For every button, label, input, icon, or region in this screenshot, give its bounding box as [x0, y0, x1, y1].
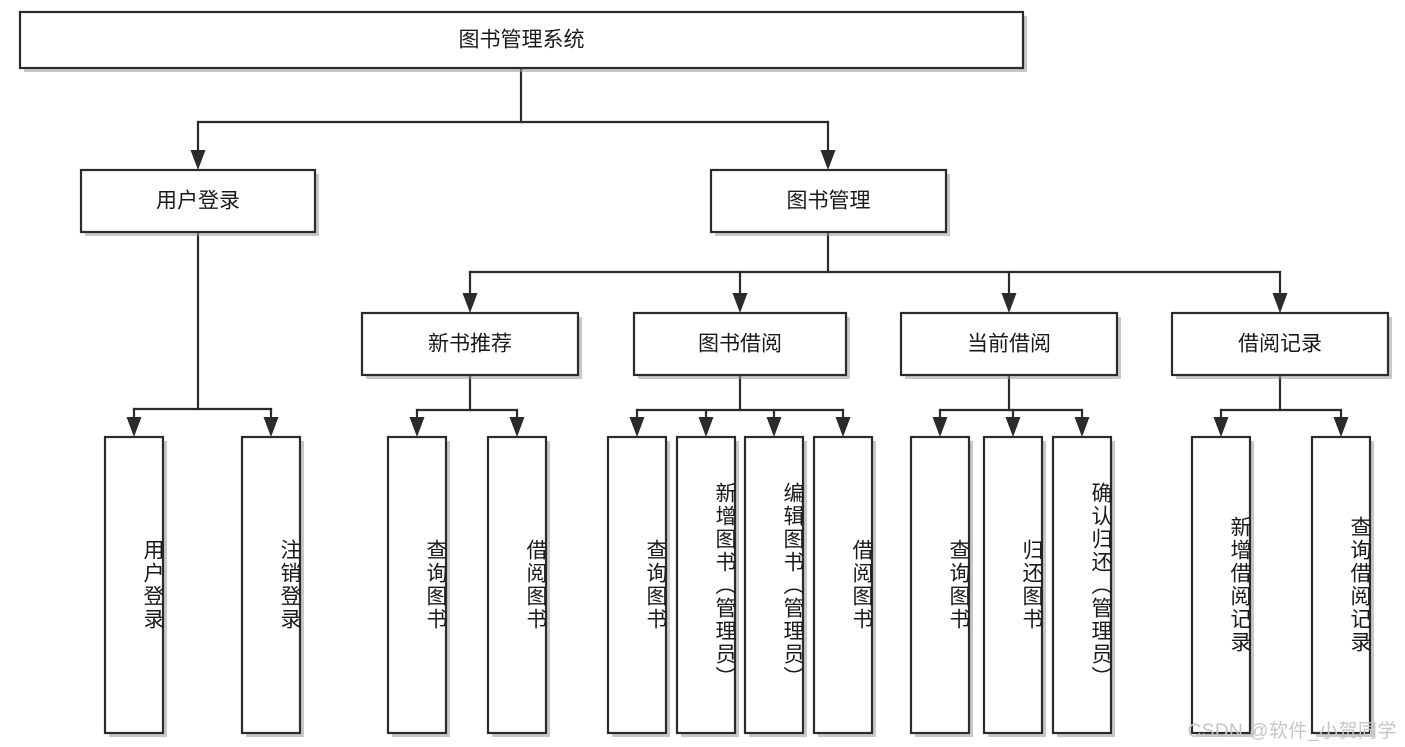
arrow-head-icon [932, 417, 948, 437]
connector-borrow-record [1213, 373, 1349, 437]
leaf-leaf-cur-confirm[interactable] [1051, 435, 1115, 737]
node-book-borrow[interactable]: 图书借阅 [632, 311, 850, 379]
arrow-head-icon [1001, 293, 1017, 313]
node-rect[interactable] [812, 435, 874, 735]
node-rect[interactable] [103, 435, 165, 735]
node-rect[interactable] [899, 311, 1119, 377]
arrow-head-icon [1333, 417, 1349, 437]
node-book-manage[interactable]: 图书管理 [709, 168, 950, 236]
node-rect[interactable] [18, 10, 1025, 70]
arrow-head-icon [820, 150, 836, 170]
node-rect[interactable] [240, 435, 302, 735]
arrow-head-icon [190, 150, 206, 170]
node-rect[interactable] [909, 435, 971, 735]
node-rect[interactable] [743, 435, 805, 735]
node-label: 图书借阅 [698, 333, 782, 356]
node-label: 借阅记录 [1238, 333, 1322, 356]
node-rect[interactable] [1310, 435, 1372, 735]
leaf-leaf-rec-query[interactable] [386, 435, 450, 737]
csdn-watermark: CSDN @软件_小贺同学 [1187, 721, 1397, 742]
node-rect[interactable] [675, 435, 737, 735]
arrow-head-icon [1074, 417, 1090, 437]
leaf-leaf-borrow-add[interactable] [675, 435, 739, 737]
leaf-leaf-borrow-query[interactable] [606, 435, 670, 737]
node-rect[interactable] [1051, 435, 1113, 735]
node-rect[interactable] [982, 435, 1044, 735]
arrow-head-icon [1213, 417, 1229, 437]
node-label: 图书管理 [787, 190, 871, 213]
node-rect[interactable] [632, 311, 848, 377]
arrow-head-icon [835, 417, 851, 437]
leaf-leaf-borrow-edit[interactable] [743, 435, 807, 737]
node-root[interactable]: 图书管理系统 [18, 10, 1027, 72]
node-user-login[interactable]: 用户登录 [79, 168, 319, 236]
arrow-head-icon [732, 293, 748, 313]
node-rect[interactable] [486, 435, 548, 735]
arrow-head-icon [766, 417, 782, 437]
connector-book-manage [462, 230, 1288, 313]
node-rect[interactable] [1170, 311, 1390, 377]
leaf-leaf-cur-query[interactable] [909, 435, 973, 737]
leaf-leaf-user-logout[interactable] [240, 435, 304, 737]
leaf-leaf-rec-borrow[interactable] [486, 435, 550, 737]
leaf-leaf-rec-search[interactable] [1310, 435, 1374, 737]
arrow-head-icon [462, 293, 478, 313]
node-label: 新书推荐 [428, 333, 512, 356]
node-new-book-rec[interactable]: 新书推荐 [360, 311, 582, 379]
arrow-head-icon [1005, 417, 1021, 437]
connector-book-borrow [629, 373, 851, 437]
leaf-leaf-borrow-lend[interactable] [812, 435, 876, 737]
node-label: 图书管理系统 [459, 29, 585, 52]
node-borrow-record[interactable]: 借阅记录 [1170, 311, 1392, 379]
arrow-head-icon [698, 417, 714, 437]
leaf-leaf-user-login[interactable] [103, 435, 167, 737]
arrow-head-icon [509, 417, 525, 437]
node-rect[interactable] [386, 435, 448, 735]
arrow-head-icon [629, 417, 645, 437]
connector-new-book-rec [409, 373, 525, 437]
node-current-borrow[interactable]: 当前借阅 [899, 311, 1121, 379]
leaf-leaf-cur-return[interactable] [982, 435, 1046, 737]
node-rect[interactable] [79, 168, 317, 234]
connector-user-login [126, 230, 279, 437]
node-rect[interactable] [709, 168, 948, 234]
connector-root [190, 66, 836, 170]
node-label: 用户登录 [156, 190, 240, 213]
node-label: 当前借阅 [967, 333, 1051, 356]
arrow-head-icon [409, 417, 425, 437]
leaf-leaf-rec-add[interactable] [1190, 435, 1254, 737]
node-rect[interactable] [606, 435, 668, 735]
arrow-head-icon [1272, 293, 1288, 313]
arrow-head-icon [263, 417, 279, 437]
node-rect[interactable] [1190, 435, 1252, 735]
connector-current-borrow [932, 373, 1090, 437]
node-rect[interactable] [360, 311, 580, 377]
arrow-head-icon [126, 417, 142, 437]
